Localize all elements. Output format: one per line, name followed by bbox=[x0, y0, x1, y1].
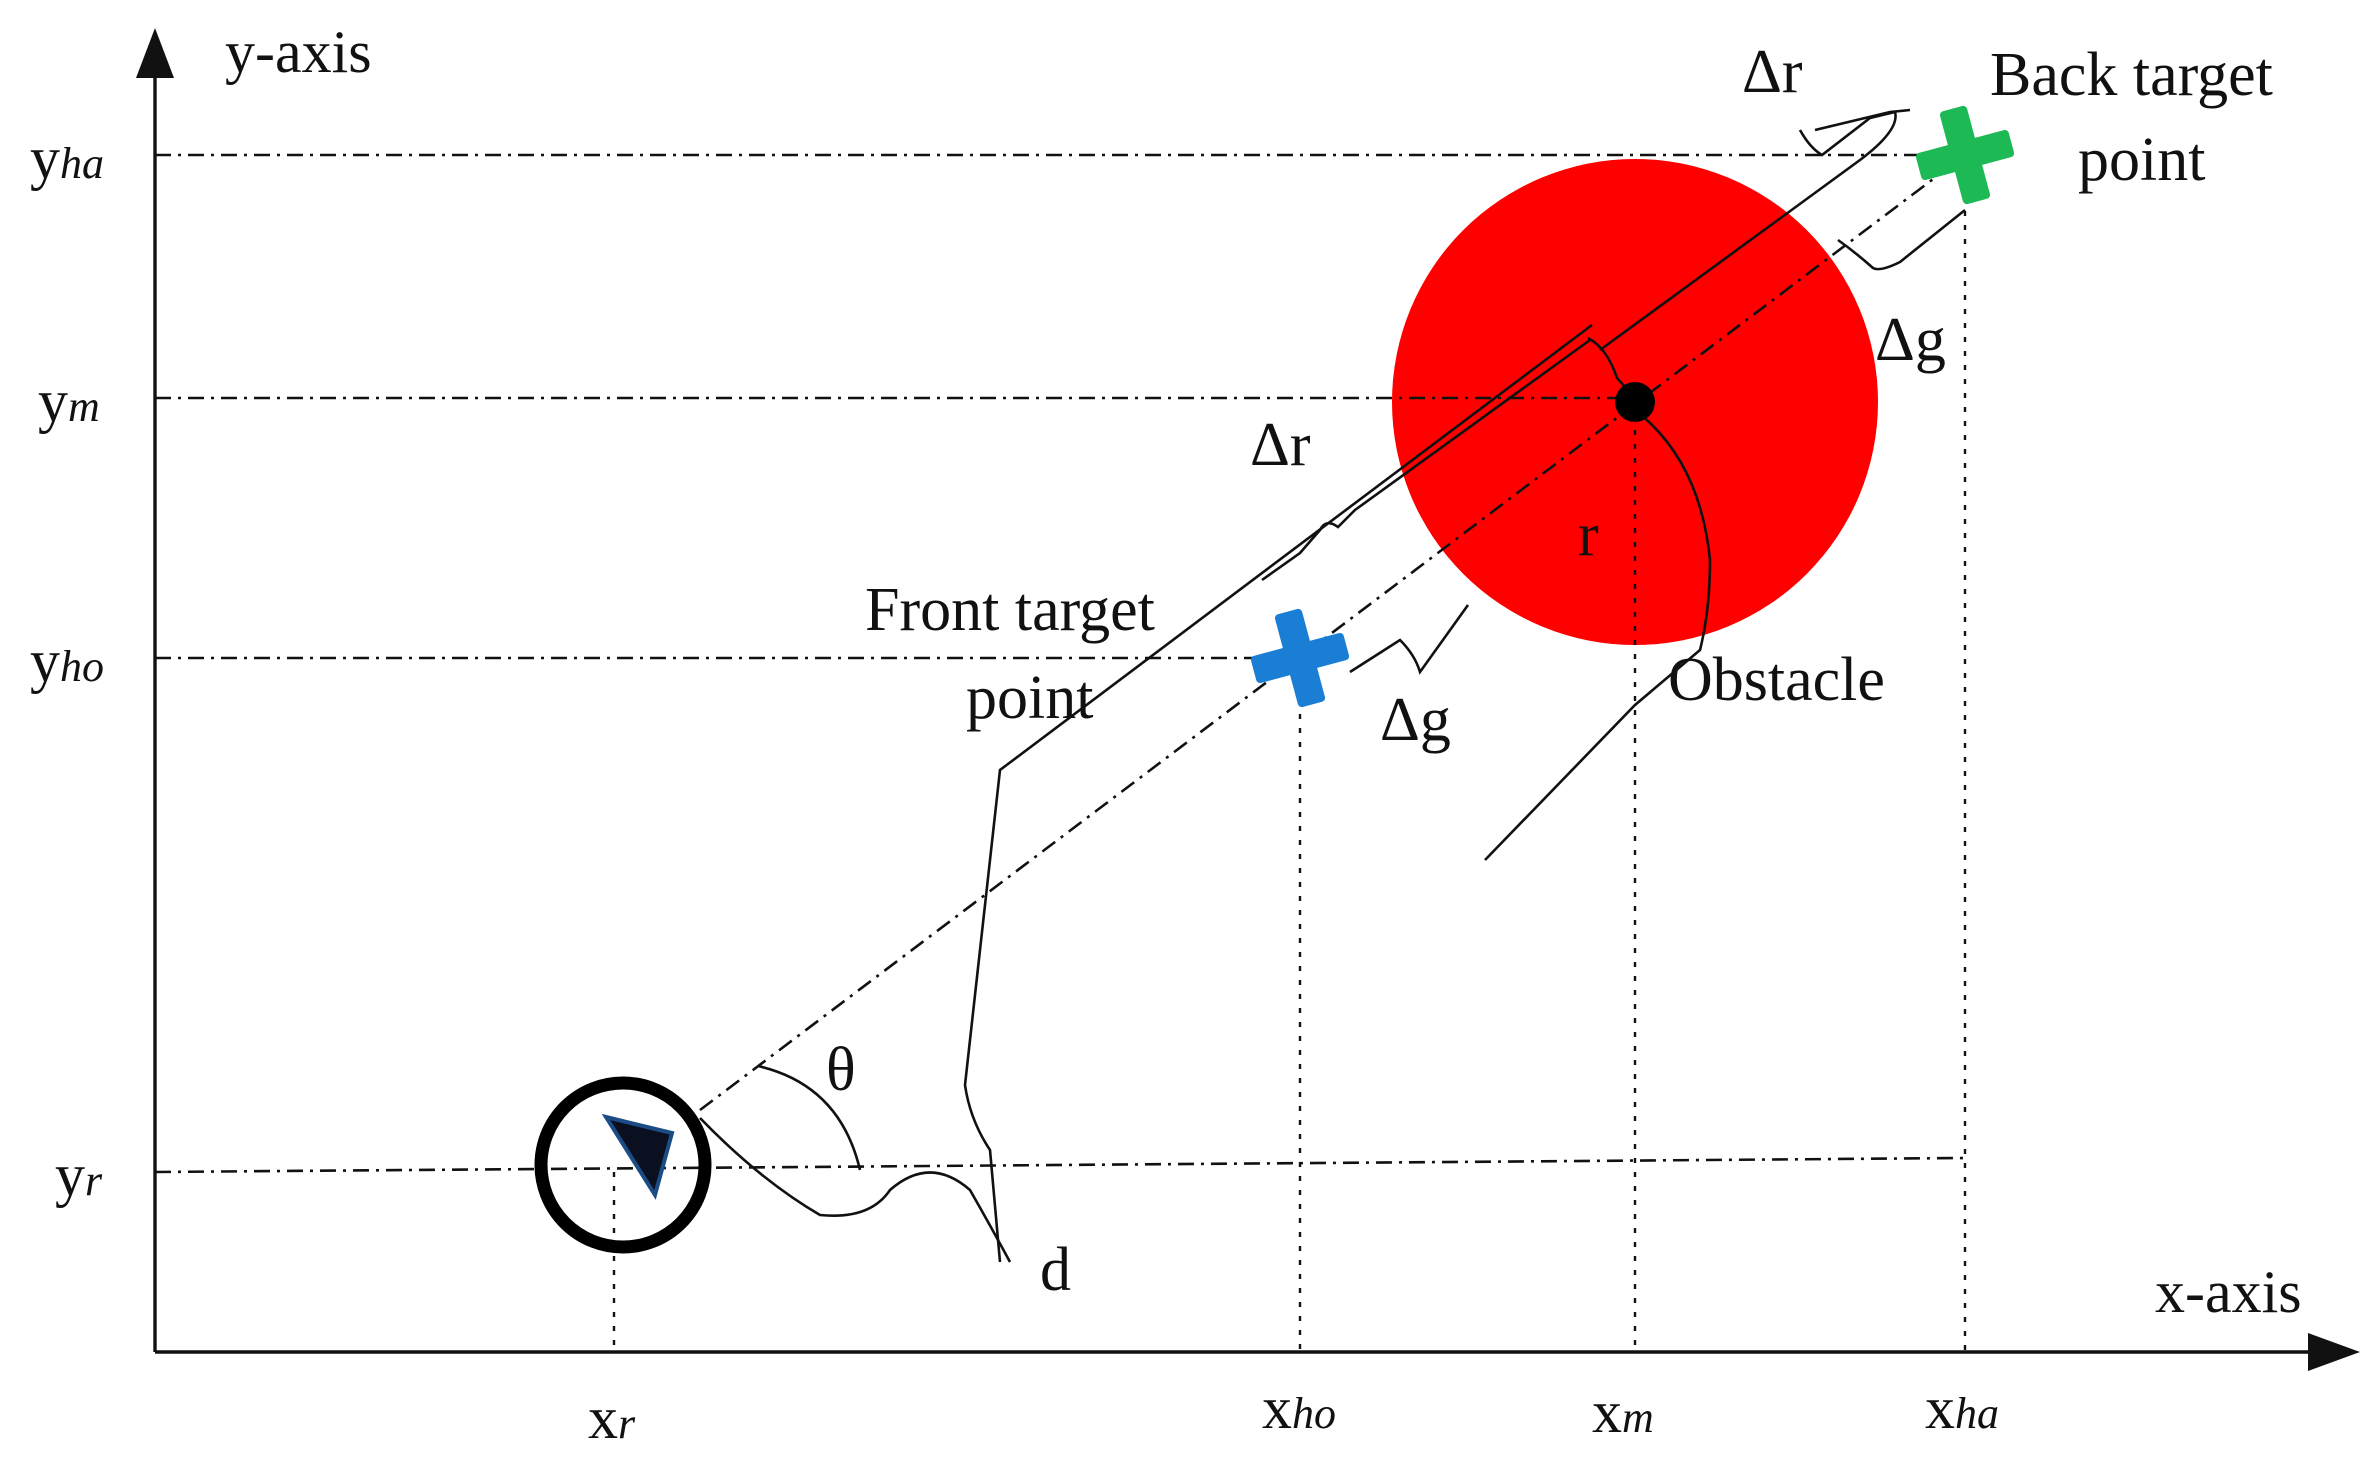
svg-text:xho: xho bbox=[1262, 1375, 1336, 1441]
delta-r-front-label: Δr bbox=[1250, 411, 1311, 479]
delta-g-back-label: Δg bbox=[1875, 306, 1946, 374]
svg-text:xm: xm bbox=[1592, 1379, 1654, 1445]
svg-text:xha: xha bbox=[1925, 1375, 1999, 1441]
front-target-plus-cross-icon bbox=[1250, 608, 1350, 708]
x-tick-labels: xr xho xm xha bbox=[588, 1375, 1999, 1451]
theta-arc bbox=[757, 1064, 862, 1171]
obstacle-center-dot bbox=[1615, 382, 1655, 422]
obstacle-label: Obstacle bbox=[1668, 646, 1885, 714]
y-tick-labels: yha ym yho yr bbox=[30, 125, 104, 1208]
y-axis-label: y-axis bbox=[225, 19, 372, 85]
theta-label: θ bbox=[826, 1036, 856, 1104]
svg-text:yr: yr bbox=[55, 1142, 103, 1208]
front-target-label-line1: Front target bbox=[865, 576, 1155, 644]
distance-label: d bbox=[1040, 1236, 1071, 1304]
svg-text:xr: xr bbox=[588, 1385, 636, 1451]
svg-text:yha: yha bbox=[30, 125, 104, 191]
delta-r-top-label: Δr bbox=[1742, 38, 1803, 106]
x-axis-arrowhead bbox=[2308, 1333, 2360, 1371]
front-delta-g-brace bbox=[1349, 604, 1470, 675]
svg-text:ym: ym bbox=[38, 368, 100, 434]
axes bbox=[136, 28, 2360, 1371]
back-target-label-line1: Back target bbox=[1990, 41, 2273, 109]
delta-g-front-label: Δg bbox=[1380, 686, 1451, 754]
radius-label: r bbox=[1578, 501, 1599, 569]
vertical-guides bbox=[612, 155, 1967, 1352]
back-delta-g-brace bbox=[1837, 208, 1966, 271]
front-target-label-line2: point bbox=[966, 664, 1093, 732]
radius-brace bbox=[1484, 408, 1712, 861]
y-axis-arrowhead bbox=[136, 28, 174, 78]
x-axis-label: x-axis bbox=[2155, 1259, 2302, 1325]
distance-brace bbox=[963, 323, 1636, 1263]
back-target-plus-cross-icon bbox=[1915, 105, 2015, 205]
distance-brace-lower bbox=[699, 1117, 1012, 1263]
front-delta-r-brace bbox=[1261, 338, 1591, 582]
heading-line bbox=[699, 153, 1966, 1112]
svg-text:yho: yho bbox=[30, 628, 104, 694]
horizontal-guides bbox=[154, 153, 1966, 1174]
back-delta-r-brace bbox=[1814, 108, 1911, 132]
back-target-label-line2: point bbox=[2078, 126, 2205, 194]
robot-arrow-icon bbox=[534, 1076, 712, 1254]
